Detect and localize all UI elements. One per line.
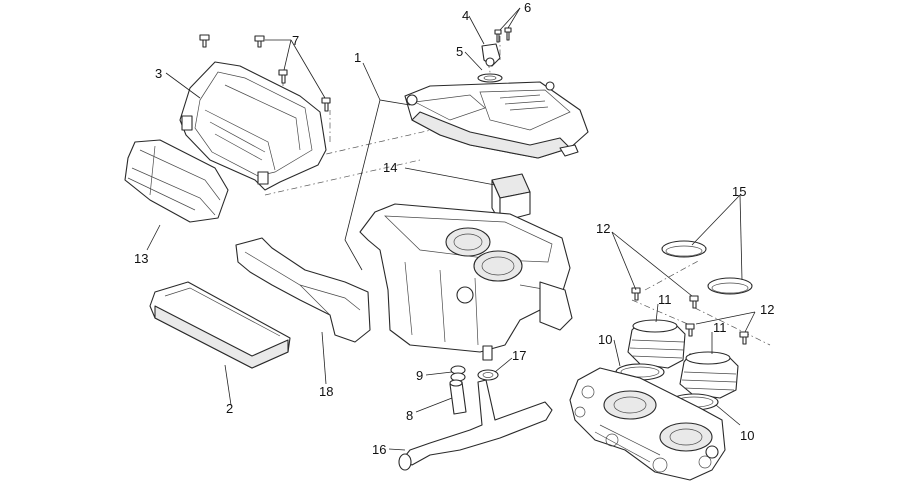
callout-8: 8 [406, 408, 413, 423]
callout-12-left: 12 [596, 221, 610, 236]
callout-16: 16 [372, 442, 386, 457]
screw-icon [278, 69, 288, 84]
callout-15: 15 [732, 184, 746, 199]
screw-icon [321, 97, 331, 112]
callout-4: 4 [462, 8, 469, 23]
part-9-clip [450, 365, 466, 382]
leader-lines [146, 7, 756, 451]
screws-6 [494, 27, 512, 43]
part-4-sensor [481, 43, 501, 67]
screw-icon [685, 323, 695, 337]
part-17-clamp [477, 369, 499, 381]
callout-10-right: 10 [740, 428, 754, 443]
callout-11-left: 11 [658, 292, 672, 307]
part-15-rings [661, 240, 753, 295]
part-5-gasket [477, 73, 503, 83]
airbox-body [359, 203, 573, 361]
callout-9: 9 [416, 368, 423, 383]
callout-11-right: 11 [713, 320, 727, 335]
screw-icon [631, 287, 641, 301]
screw-icon [254, 35, 265, 48]
callout-3: 3 [155, 66, 162, 81]
callout-12-right: 12 [760, 302, 774, 317]
callout-10-left: 10 [598, 332, 612, 347]
part-8-tube [449, 379, 467, 415]
part-13-inlet-duct [124, 139, 229, 223]
throttle-body [569, 367, 726, 481]
part-18-baffle [235, 237, 371, 343]
callout-7: 7 [292, 33, 299, 48]
screw-icon [739, 331, 749, 345]
callout-1: 1 [354, 50, 361, 65]
screws-12 [631, 287, 749, 345]
callout-6: 6 [524, 0, 531, 15]
callout-13: 13 [134, 251, 148, 266]
part-14-block [491, 173, 531, 223]
part-16-hose [398, 379, 553, 471]
part-3-air-duct-cover [179, 61, 327, 191]
callout-18: 18 [319, 384, 333, 399]
callout-14: 14 [383, 160, 397, 175]
callout-2: 2 [226, 401, 233, 416]
part-11-intake-boots [627, 319, 739, 399]
part-1-airbox-lid [404, 81, 589, 159]
part-2-air-filter [149, 281, 291, 369]
callout-labels: 1 2 3 4 5 6 7 8 9 10 10 11 11 12 12 13 1… [134, 0, 774, 457]
screw-icon [504, 27, 512, 41]
screw-icon [494, 29, 502, 43]
callout-17: 17 [512, 348, 526, 363]
screw-icon [689, 295, 699, 309]
screw-icon [199, 34, 210, 48]
callout-5: 5 [456, 44, 463, 59]
screws-7 [199, 34, 331, 112]
